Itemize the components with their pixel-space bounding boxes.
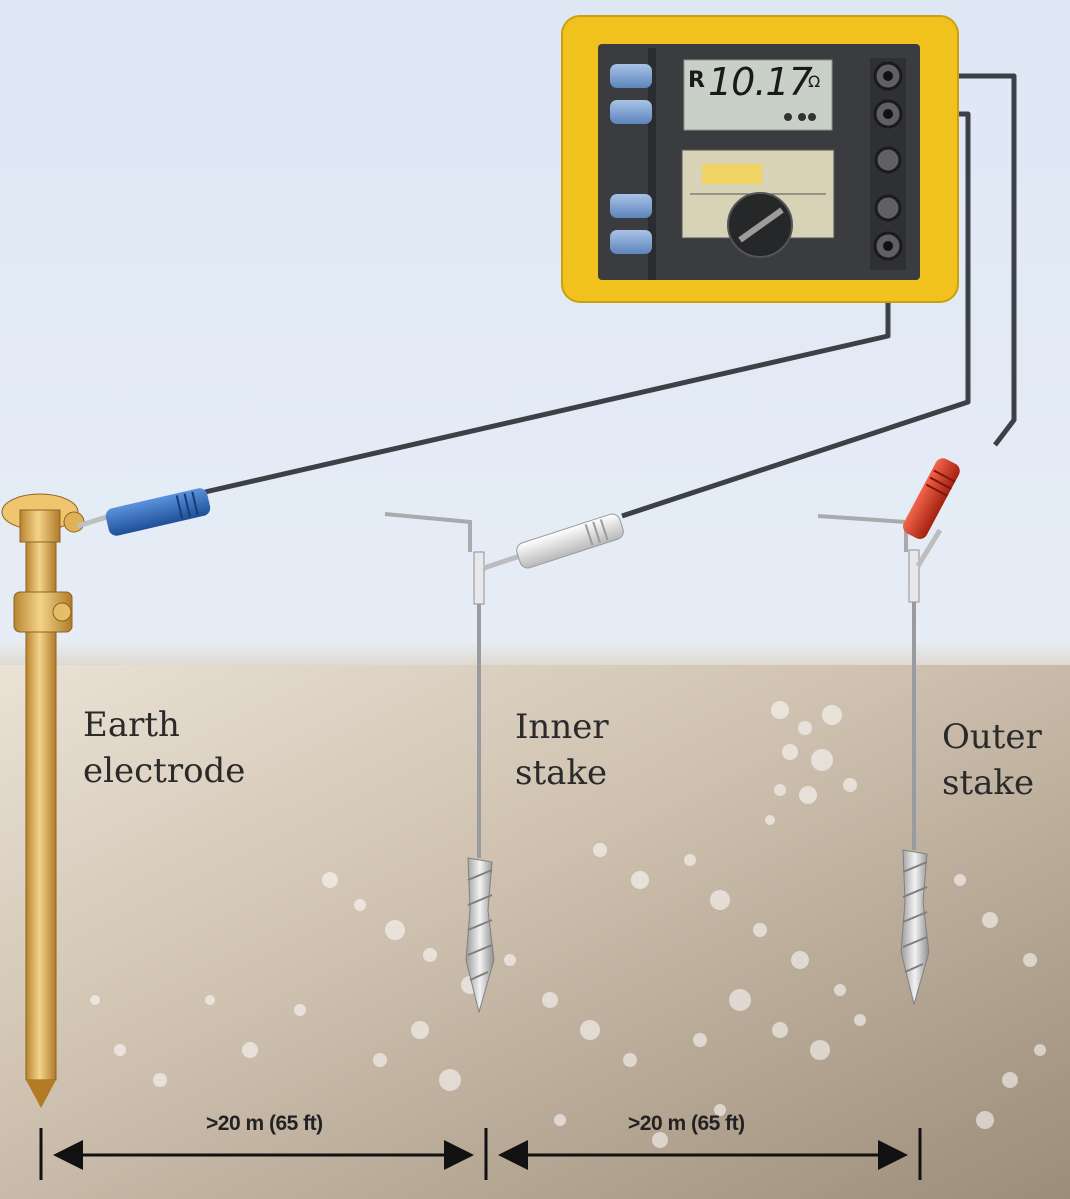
white-test-probe — [483, 513, 624, 571]
meter-reading-prefix: R — [688, 68, 705, 93]
inner-stake — [384, 512, 495, 1014]
distance-label-2: >20 m (65 ft) — [628, 1112, 745, 1135]
meter-jacks — [870, 58, 906, 270]
soil — [0, 665, 1070, 1199]
distance-label-1: >20 m (65 ft) — [206, 1112, 323, 1135]
earth-electrode-rod — [1, 493, 85, 1108]
meter-reading-value: 10.17 — [708, 60, 813, 104]
distance-markers — [39, 1128, 922, 1180]
blue-test-probe — [77, 488, 211, 536]
inner-stake-label: Inner stake — [515, 707, 609, 793]
earth-ground-tester — [561, 15, 959, 303]
meter-button-3 — [610, 194, 652, 218]
meter-button-4 — [610, 230, 652, 254]
outer-stake-label: Outer stake — [942, 717, 1042, 803]
earth-electrode-label: Earth electrode — [83, 705, 246, 791]
meter-reading-unit: Ω — [808, 72, 821, 91]
meter-lcd — [683, 59, 833, 131]
meter-button-1 — [610, 64, 652, 88]
outer-stake — [817, 514, 930, 1006]
soil-speckles — [90, 701, 1046, 1148]
red-test-probe — [902, 458, 960, 568]
meter-button-2 — [610, 100, 652, 124]
